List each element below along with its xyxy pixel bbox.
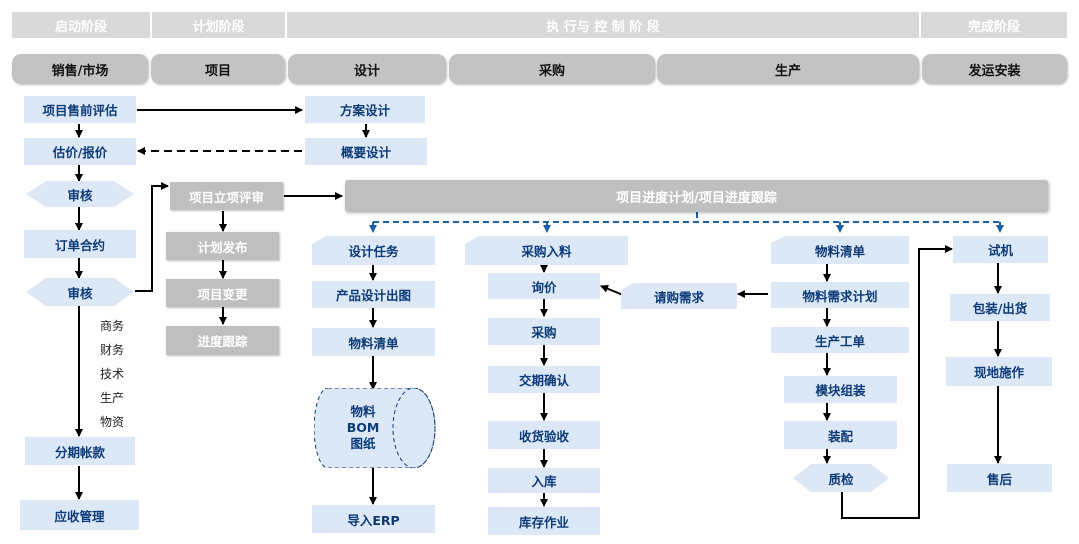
node-pre-eval: 项目售前评估 xyxy=(24,96,136,123)
node-qc-label: 质检 xyxy=(828,471,854,487)
node-after-sales: 售后 xyxy=(947,464,1052,492)
node-buy: 采购 xyxy=(488,318,600,345)
node-installment: 分期帐款 xyxy=(25,437,135,465)
node-receive-inspect: 收货验收 xyxy=(488,421,600,449)
node-work-order: 生产工单 xyxy=(771,327,909,353)
note-production: 生产 xyxy=(100,391,125,405)
note-materials: 物资 xyxy=(100,415,125,429)
node-stock: 库存作业 xyxy=(488,507,600,535)
node-product-drawing: 产品设计出图 xyxy=(312,281,435,308)
dept-production: 生产 xyxy=(657,54,919,84)
node-purchase-request-label: 请购需求 xyxy=(653,289,704,305)
node-receivable: 应收管理 xyxy=(20,500,139,530)
phase-finish: 完成阶段 xyxy=(921,12,1067,38)
node-review-1: 审核 xyxy=(26,181,134,207)
node-purchase-inbound-label: 采购入料 xyxy=(521,244,572,259)
phase-plan: 计划阶段 xyxy=(152,12,285,38)
node-trial: 试机 xyxy=(953,236,1048,263)
phase-start: 启动阶段 xyxy=(12,12,150,38)
node-inquiry: 询价 xyxy=(488,273,600,299)
node-review-1-label: 审核 xyxy=(67,187,93,203)
node-plan-release: 计划发布 xyxy=(166,232,279,260)
dept-shipping: 发运安装 xyxy=(922,54,1067,84)
node-bom-cylinder: 物料 BOM 图纸 xyxy=(314,388,436,468)
node-qc: 质检 xyxy=(793,464,889,492)
node-module-assembly: 模块组装 xyxy=(784,376,897,403)
schedule-bar: 项目进度计划/项目进度跟踪 xyxy=(345,180,1048,212)
node-pack-ship: 包装/出货 xyxy=(950,294,1050,321)
node-change: 项目变更 xyxy=(166,279,279,307)
node-production-bom-label: 物料清单 xyxy=(814,243,865,259)
node-order: 订单合约 xyxy=(24,230,136,258)
dept-project: 项目 xyxy=(151,54,285,84)
node-delivery-confirm: 交期确认 xyxy=(488,366,600,393)
node-approval: 项目立项评审 xyxy=(170,182,283,210)
dept-design: 设计 xyxy=(288,54,446,84)
dept-sales: 销售/市场 xyxy=(12,54,148,84)
node-review-2: 审核 xyxy=(26,278,134,306)
node-mrp: 物料需求计划 xyxy=(771,282,909,308)
node-warehouse: 入库 xyxy=(488,468,600,493)
note-technical: 技术 xyxy=(100,367,125,381)
note-business: 商务 xyxy=(100,319,125,333)
note-finance: 财务 xyxy=(100,343,125,357)
cyl-line-3: 图纸 xyxy=(350,436,376,451)
node-onsite: 现地施作 xyxy=(946,357,1052,386)
node-production-bom: 物料清单 xyxy=(771,236,909,264)
phase-exec: 执 行与 控 制 阶 段 xyxy=(287,12,919,38)
node-assembly: 装配 xyxy=(784,421,897,449)
node-design-bom: 物料清单 xyxy=(312,328,435,356)
cyl-line-2: BOM xyxy=(346,420,380,435)
node-review-2-label: 审核 xyxy=(67,285,93,301)
node-purchase-request: 请购需求 xyxy=(621,283,737,309)
node-outline: 概要设计 xyxy=(305,138,427,165)
node-import-erp: 导入ERP xyxy=(312,505,435,533)
node-quote: 估价/报价 xyxy=(24,138,136,165)
node-purchase-inbound: 采购入料 xyxy=(465,236,628,265)
node-design-task: 设计任务 xyxy=(312,236,435,265)
dept-purchase: 采购 xyxy=(449,54,655,84)
node-design-task-label: 设计任务 xyxy=(348,244,399,259)
node-scheme: 方案设计 xyxy=(305,96,425,123)
cyl-line-1: 物料 xyxy=(350,404,376,419)
node-progress: 进度跟踪 xyxy=(166,326,279,355)
